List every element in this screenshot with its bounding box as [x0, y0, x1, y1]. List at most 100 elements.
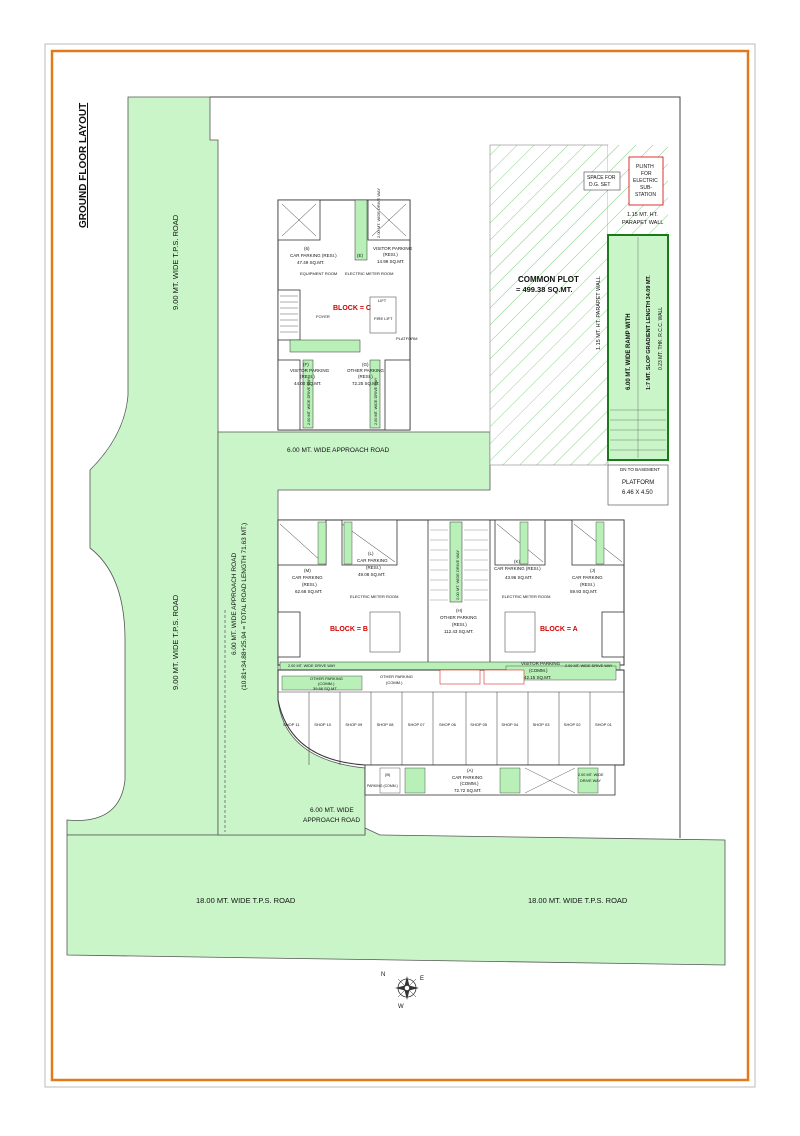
platform-box	[607, 464, 669, 506]
front-parking-1: (A)	[467, 768, 474, 773]
block-a-visitor-2: (COMM.)	[529, 668, 548, 673]
parapet-2: PARAPET WALL	[622, 220, 663, 226]
front-small-1: (B)	[385, 772, 391, 777]
drawing-title: GROUND FLOOR LAYOUT	[78, 103, 89, 228]
dg-set-box	[583, 171, 621, 191]
shop-label: SHOP 04	[501, 722, 519, 727]
shop-label: SHOP 11	[283, 722, 300, 727]
block-c-visitor-3: 14.99 SQ.MT.	[377, 259, 405, 264]
approach-label-bottom-2: APPROACH ROAD	[303, 817, 360, 824]
front-small-2: PARKING (COMM.)	[367, 784, 398, 788]
block-b-car-1: (M)	[304, 568, 311, 573]
parapet-vertical: 1.15 MT. HT. PARAPET WALL	[596, 276, 602, 350]
block-a-car2-1: (J)	[590, 568, 596, 573]
ramp-label-2: 1:7 MT. SLOP GRADIENT LENGTH 34.09 MT.	[646, 275, 652, 390]
center-other-1: (H)	[456, 608, 463, 613]
center-drive: 2.00 MT. WIDE DRIVE WAY	[455, 550, 460, 600]
road-label-left-top: 9.00 MT. WIDE T.P.S. ROAD	[171, 214, 180, 310]
ramp-label-1: 6.00 MT. WIDE RAMP WITH	[626, 313, 632, 390]
block-c-vp-3: (RESI.)	[300, 374, 315, 379]
block-c-platform: PLATFORM	[396, 336, 417, 341]
block-c-firelift: FIRE LIFT	[374, 316, 393, 321]
ramp-steps	[610, 237, 666, 458]
shop-label: SHOP 03	[533, 722, 551, 727]
block-b-other-2: (COMM.)	[318, 681, 335, 686]
shop-label: SHOP 08	[377, 722, 395, 727]
block-b-other-3: 39.86 SQ.MT.	[313, 686, 337, 691]
block-c-op-2: OTHER PARKING	[347, 368, 384, 373]
block-c-vp-2: VISITOR PARKING	[290, 368, 330, 373]
front-drive-2: DRIVE WAY	[580, 779, 601, 783]
outer-frame	[44, 43, 756, 1088]
block-a-name: BLOCK = A	[540, 626, 578, 633]
lower-complex	[277, 519, 625, 796]
block-c-drive-left: 2.00 MT. WIDE DRIVE WAY	[307, 377, 311, 425]
front-drive-1: 2.00 MT. WIDE	[578, 773, 604, 777]
block-b-meter: ELECTRIC METER ROOM	[350, 594, 398, 599]
block-c-e: (E)	[357, 253, 364, 258]
shop-label: SHOP 02	[564, 722, 582, 727]
center-drive-h-right: 2.00 MT. WIDE DRIVE WAY	[565, 664, 613, 668]
approach-label-vertical-2: (10.81+34.88+25.94 = TOTAL ROAD LENGTH 7…	[241, 523, 248, 690]
block-a-car2-3: (RESI.)	[580, 582, 595, 587]
block-c-car-3: 47.49 SQ.MT.	[297, 260, 325, 265]
block-a-car-3: 43.96 SQ.MT.	[505, 575, 533, 580]
block-c-visitor-1: VISITOR PARKING	[373, 246, 413, 251]
plinth-4: SUB-	[640, 185, 652, 191]
shop-label: SHOP 05	[470, 722, 488, 727]
block-c-vp-1: (F)	[303, 362, 309, 367]
front-parking-3: (COMM.)	[460, 781, 479, 786]
block-b-car2-1: (L)	[368, 551, 374, 556]
shop-label: SHOP 10	[314, 722, 332, 727]
center-other-comm-2: (COMM.)	[386, 680, 403, 685]
block-c	[277, 199, 411, 431]
road-label-bottom-right: 18.00 MT. WIDE T.P.S. ROAD	[528, 896, 628, 905]
block-c-vp-4: 44.00 SQ.MT.	[294, 381, 322, 386]
block-c-car-1: (6)	[304, 246, 310, 251]
block-a-visitor-1: VISITOR PARKING	[521, 661, 561, 666]
block-c-name: BLOCK = C	[333, 305, 371, 312]
block-b-car2-4: 49.08 SQ.MT.	[358, 572, 386, 577]
center-other-comm-1: OTHER PARKING	[380, 674, 413, 679]
block-c-meter: ELECTRIC METER ROOM	[345, 271, 393, 276]
plinth-2: FOR	[641, 171, 652, 177]
center-other-4: 112.43 SQ.MT.	[444, 629, 474, 634]
basement-label: DN TO BASEMENT	[620, 467, 660, 472]
plinth-3: ELECTRIC	[633, 178, 658, 184]
compass-e: E	[420, 976, 424, 982]
block-c-car-2: CAR PARKING (RESI.)	[290, 253, 337, 258]
compass-rose	[395, 976, 419, 1000]
block-c-equipment: EQUIPMENT ROOM	[300, 271, 337, 276]
shop-label: SHOP 09	[345, 722, 363, 727]
road-label-bottom-left: 18.00 MT. WIDE T.P.S. ROAD	[196, 896, 296, 905]
common-plot	[489, 144, 609, 466]
block-a-car2-2: CAR PARKING	[572, 575, 603, 580]
block-a-car2-4: 59.93 SQ.MT.	[570, 589, 598, 594]
ramp-label-3: 0.23 MT. THK. R.C.C. WALL	[658, 307, 664, 370]
block-b-car-2: CAR PARKING	[292, 575, 323, 580]
approach-label-top: 6.00 MT. WIDE APPROACH ROAD	[287, 447, 390, 454]
plinth-box	[628, 156, 664, 206]
front-parking-2: CAR PARKING	[452, 775, 483, 780]
common-plot-label-2: = 499.38 SQ.MT.	[516, 285, 573, 294]
block-c-drive: 2.00 MT. WIDE DRIVE WAY	[376, 188, 381, 238]
block-a-meter: ELECTRIC METER ROOM	[502, 594, 550, 599]
block-b-car-3: (RESI.)	[302, 582, 317, 587]
common-plot-label-1: COMMON PLOT	[518, 275, 579, 284]
block-c-foyer: FOYER	[316, 314, 330, 319]
plinth-5: STATION	[635, 192, 656, 198]
dg-label-1: SPACE FOR	[587, 175, 616, 181]
block-b-other-1: OTHER PARKING	[310, 676, 343, 681]
block-c-lift: LIFT	[378, 298, 387, 303]
plinth-1: PLINTH	[636, 164, 654, 170]
block-c-op-4: 72.25 SQ.MT.	[352, 381, 380, 386]
block-b-car2-2: CAR PARKING	[357, 558, 388, 563]
frame-border	[50, 49, 750, 1082]
platform-label-2: 6.46 X 4.50	[622, 490, 653, 496]
block-b-name: BLOCK = B	[330, 626, 368, 633]
block-b-car-4: 62.68 SQ.MT.	[295, 589, 323, 594]
block-c-drive-right: 2.00 MT. WIDE DRIVE WAY	[374, 377, 378, 425]
